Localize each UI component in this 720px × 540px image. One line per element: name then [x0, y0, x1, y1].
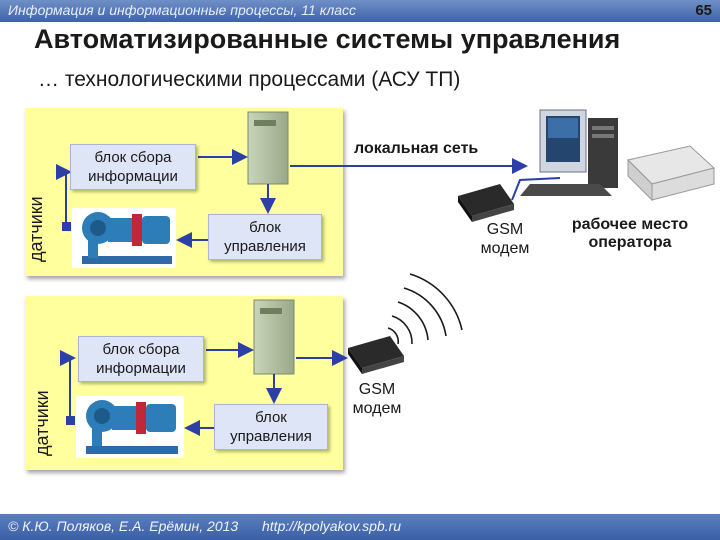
data-collection-block: блок сбора информации: [70, 144, 196, 190]
operator-workstation-label: рабочее место оператора: [571, 216, 689, 251]
radio-waves-icon: [387, 273, 463, 345]
pump-icon: [76, 396, 184, 458]
controller-icon: [247, 111, 289, 185]
slide-title: Автоматизированные системы управления: [34, 24, 621, 54]
local-network-label: локальная сеть: [354, 140, 479, 157]
sensor-icon: [62, 222, 71, 231]
control-label: блок управления: [230, 409, 312, 445]
gsm-modem-icon: [458, 184, 514, 222]
website-link[interactable]: http://kpolyakov.spb.ru: [262, 518, 402, 534]
course-title: Информация и информационные процессы, 11…: [8, 2, 357, 18]
bottom-bar: [0, 514, 720, 540]
gsm-modem-label: GSM модем: [480, 221, 530, 257]
control-block: блок управления: [208, 214, 322, 260]
computer-icon: [520, 109, 618, 196]
gsm-modem-icon: [348, 336, 404, 374]
data-collection-label: блок сбора информации: [96, 341, 186, 377]
slide-subtitle: … технологическими процессами (АСУ ТП): [38, 68, 461, 91]
copyright: © К.Ю. Поляков, Е.А. Ерёмин, 2013: [8, 518, 239, 534]
gsm-modem-label: GSM модем: [352, 381, 402, 417]
sensors-label: датчики: [32, 390, 52, 456]
controller-icon: [253, 299, 295, 375]
page-number: 65: [695, 2, 712, 19]
control-block: блок управления: [214, 404, 328, 450]
printer-icon: [627, 145, 716, 202]
sensors-label: датчики: [26, 196, 46, 262]
data-collection-block: блок сбора информации: [78, 336, 204, 382]
pump-icon: [72, 208, 176, 268]
control-label: блок управления: [224, 219, 306, 255]
top-bar: [0, 0, 720, 22]
sensor-icon: [66, 416, 75, 425]
data-collection-label: блок сбора информации: [88, 149, 178, 185]
